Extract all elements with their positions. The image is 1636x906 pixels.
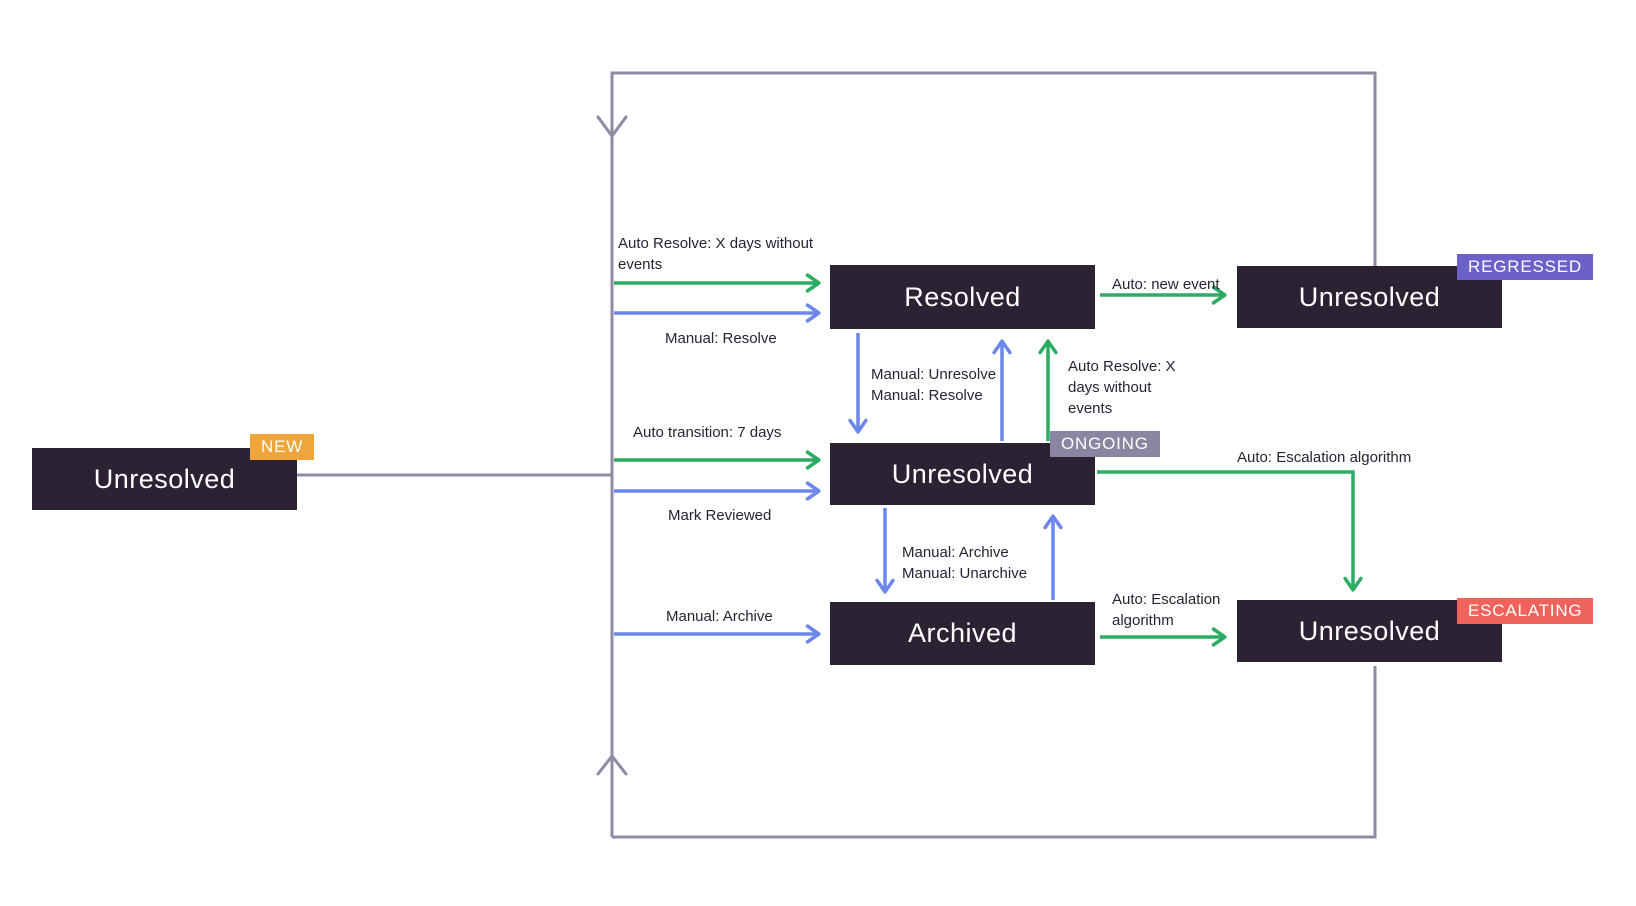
status-badge-new: NEW (250, 434, 315, 460)
loop-line-bottom-from-escalating (612, 666, 1377, 839)
loop-arrowhead-up-icon (596, 753, 628, 776)
transition-label-manual-resolve-to-resolved: Manual: Resolve (665, 330, 777, 347)
transition-label-auto-escalation-from-ongoing: Auto: Escalation algorithm (1237, 449, 1412, 466)
transition-label-mark-reviewed: Mark Reviewed (668, 507, 772, 524)
transition-label-manual-unresolve-resolve: Manual: Unresolve Manual: Resolve (871, 366, 997, 404)
loop-arrowhead-down-icon (596, 115, 628, 139)
state-box-resolved: Resolved (830, 265, 1095, 329)
status-badge-escalating: ESCALATING (1457, 598, 1594, 624)
state-label-regressed-unresolved: Unresolved (1298, 281, 1441, 312)
state-label-escalating-unresolved: Unresolved (1298, 615, 1441, 646)
arrow-escalation-ongoing-to-escalating (1097, 470, 1363, 592)
status-badge-regressed: REGRESSED (1457, 254, 1593, 280)
transition-label-auto-escalation-from-archived: Auto: Escalation algorithm (1112, 591, 1221, 629)
transition-label-auto-transition: Auto transition: 7 days (633, 424, 782, 441)
transition-label-manual-archive-unarchive: Manual: Archive Manual: Unarchive (902, 544, 1028, 582)
transition-label-auto-new-event: Auto: new event (1112, 276, 1220, 293)
state-label-resolved: Resolved (904, 281, 1021, 312)
transition-label-manual-archive: Manual: Archive (666, 608, 773, 625)
state-label-new-unresolved: Unresolved (93, 463, 236, 494)
state-box-archived: Archived (830, 602, 1095, 665)
state-label-archived: Archived (907, 618, 1018, 648)
transition-label-auto-resolve-from-ongoing: Auto Resolve: X days without events (1068, 358, 1176, 417)
status-badge-ongoing: ONGOING (1050, 431, 1160, 457)
state-label-ongoing-unresolved: Unresolved (891, 458, 1034, 489)
loop-line-top-from-regressed (610, 71, 1377, 837)
transition-label-auto-resolve-to-resolved: Auto Resolve: X days without events (618, 235, 814, 273)
